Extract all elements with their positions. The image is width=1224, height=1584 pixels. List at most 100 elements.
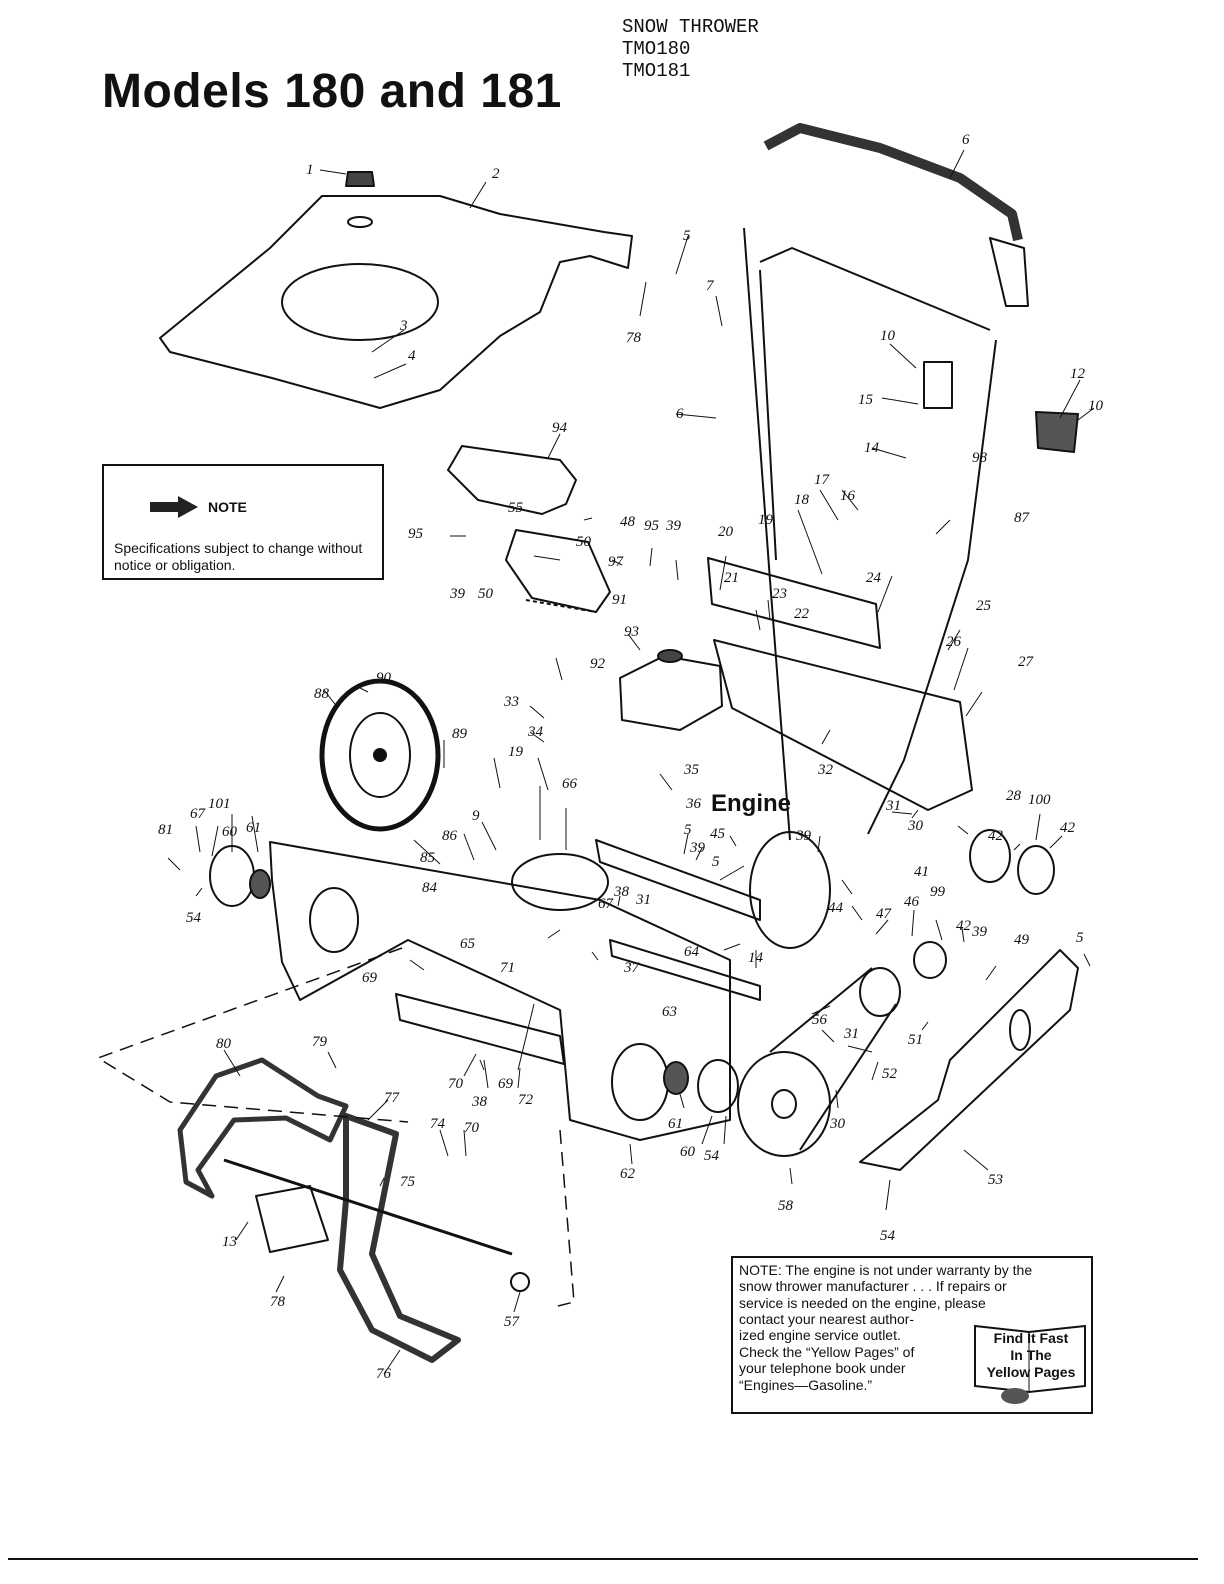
callout-14: 14 <box>864 440 880 456</box>
dashboard-panel <box>707 557 881 649</box>
callout-91: 91 <box>612 592 627 608</box>
callout-46: 46 <box>904 894 920 910</box>
callout-51: 51 <box>908 1032 923 1048</box>
callout-94: 94 <box>552 420 568 436</box>
auger-dash-outline <box>97 947 575 1307</box>
callout-5b: 5 <box>684 822 692 838</box>
callout-79: 79 <box>312 1034 328 1050</box>
callout-65: 65 <box>460 936 476 952</box>
handle-frame-left <box>743 227 791 841</box>
callout-99: 99 <box>930 884 946 900</box>
callout-15: 15 <box>858 392 874 408</box>
note-heading: NOTE <box>150 496 247 518</box>
handle-bracket-top <box>989 237 1029 307</box>
callout-37: 37 <box>623 960 641 976</box>
callout-56: 56 <box>812 1012 828 1028</box>
callout-24: 24 <box>866 570 882 586</box>
callout-86: 86 <box>442 828 458 844</box>
callout-6: 6 <box>962 132 970 148</box>
warranty-line: NOTE: The engine is not under warranty b… <box>739 1262 1033 1278</box>
callout-27: 27 <box>1018 654 1035 670</box>
callout-17: 17 <box>814 472 831 488</box>
callout-60: 60 <box>222 824 238 840</box>
callout-54c: 54 <box>880 1228 896 1244</box>
callout-64: 64 <box>684 944 700 960</box>
callout-30: 30 <box>907 818 924 834</box>
note-label: NOTE <box>208 499 247 515</box>
callout-58: 58 <box>778 1198 794 1214</box>
callout-1: 1 <box>306 162 314 178</box>
callout-60b: 60 <box>680 1144 696 1160</box>
callout-81: 81 <box>158 822 173 838</box>
warranty-note-box: NOTE: The engine is not under warranty b… <box>731 1256 1093 1414</box>
housing-bearing-left <box>309 887 359 953</box>
callout-22: 22 <box>794 606 810 622</box>
wheel-hub <box>349 712 411 798</box>
callout-55: 55 <box>508 500 524 516</box>
bearing-right <box>663 1061 689 1095</box>
chute-base-teeth <box>525 599 597 613</box>
callout-38: 38 <box>613 884 630 900</box>
idler-pulley <box>913 941 947 979</box>
arrow-icon <box>150 496 198 518</box>
hub-disc-right-outer <box>1017 845 1055 895</box>
callout-67b: 67 <box>598 896 615 912</box>
product-name: SNOW THROWER <box>622 16 759 38</box>
callout-76: 76 <box>376 1366 392 1382</box>
callout-39e: 39 <box>971 924 988 940</box>
callout-18: 18 <box>794 492 810 508</box>
warranty-line: your telephone book under <box>739 1360 906 1377</box>
drive-pulley-hub <box>771 1089 797 1119</box>
drive-pulley <box>737 1051 831 1157</box>
callout-4: 4 <box>408 348 416 364</box>
callout-39d: 39 <box>795 828 812 844</box>
callout-14b: 14 <box>748 950 764 966</box>
belt-cover-slot <box>1009 1009 1031 1051</box>
open-book-icon <box>974 1324 1086 1404</box>
control-bracket <box>923 361 953 409</box>
scraper-bar <box>395 993 565 1065</box>
callout-33: 33 <box>503 694 519 710</box>
callout-21: 21 <box>724 570 739 586</box>
callout-30b: 30 <box>829 1116 846 1132</box>
callout-57: 57 <box>504 1314 521 1330</box>
auger-paddle <box>255 1185 329 1253</box>
callout-47: 47 <box>876 906 893 922</box>
callout-61: 61 <box>246 820 261 836</box>
note-text: Specifications subject to change without… <box>114 540 363 573</box>
shroud-cap-hole <box>347 216 373 228</box>
model-code-180: TMO180 <box>622 38 691 60</box>
shroud-cap <box>345 171 375 187</box>
callout-87: 87 <box>1014 510 1031 526</box>
callout-45: 45 <box>710 826 726 842</box>
callout-50b: 50 <box>478 586 494 602</box>
lower-dash-panel <box>713 639 973 811</box>
callout-16: 16 <box>840 488 856 504</box>
callout-66: 66 <box>562 776 578 792</box>
callout-42c: 42 <box>956 918 972 934</box>
frame-rail <box>595 839 761 921</box>
footer-rule <box>8 1558 1198 1560</box>
note-box: NOTE Specifications subject to change wi… <box>102 464 384 580</box>
callout-84: 84 <box>422 880 438 896</box>
callout-72: 72 <box>518 1092 534 1108</box>
callout-48: 48 <box>620 514 636 530</box>
chute-deflector <box>447 445 577 515</box>
yellow-pages-badge: Find It Fast In The Yellow Pages <box>971 1322 1089 1408</box>
hub-disc-right <box>969 829 1011 883</box>
bearing-left <box>249 869 271 899</box>
badge-line: Yellow Pages <box>986 1364 1076 1380</box>
callout-100: 100 <box>1028 792 1051 808</box>
handle-frame-left-inner <box>759 269 777 561</box>
bearing-washer-right <box>697 1059 739 1113</box>
callout-67: 67 <box>190 806 207 822</box>
callout-78: 78 <box>626 330 642 346</box>
leader-lines <box>167 149 1095 1375</box>
callout-78b: 78 <box>270 1294 286 1310</box>
callout-95: 95 <box>408 526 424 542</box>
upper-handle <box>763 123 1023 242</box>
callout-32: 32 <box>817 762 834 778</box>
callout-2: 2 <box>492 166 500 182</box>
callout-69: 69 <box>362 970 378 986</box>
callout-38b: 38 <box>471 1094 488 1110</box>
